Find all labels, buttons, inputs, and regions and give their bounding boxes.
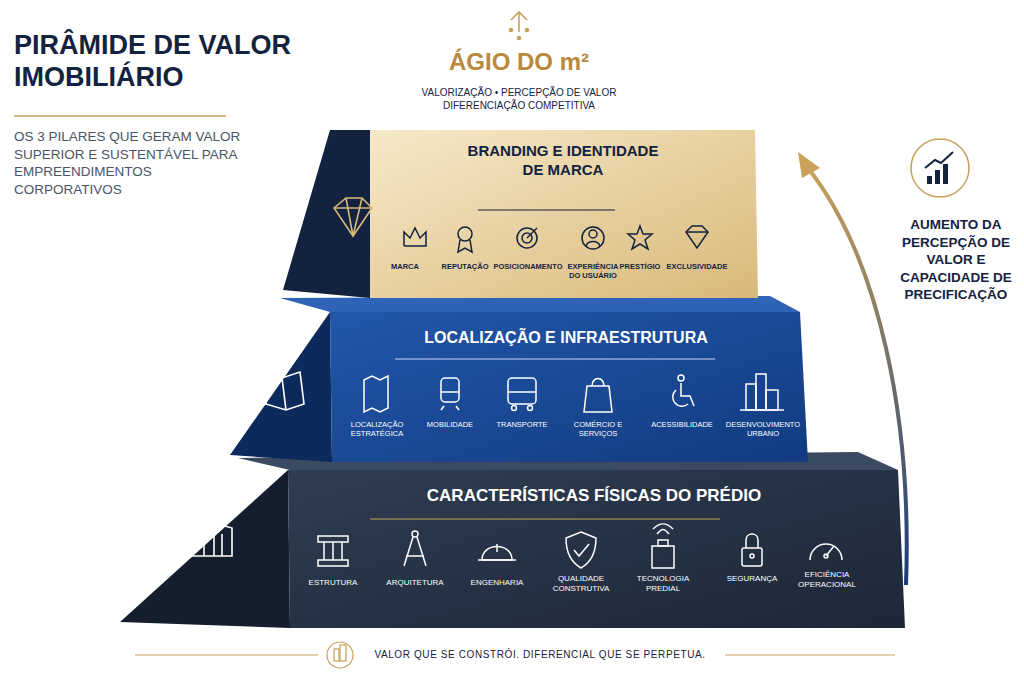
icon-label: EXPERIÊNCIA DO USUÁRIO xyxy=(563,262,623,280)
page-caption: VALOR QUE SE CONSTRÓI. DIFERENCIAL QUE S… xyxy=(360,649,720,661)
text-label: AUMENTO DA PERCEPÇÃO DE VALOR E CAPACIDA… xyxy=(892,216,1020,304)
tier-heading: CARACTERÍSTICAS FÍSICAS DO PRÉDIO xyxy=(314,486,874,506)
icon-label: SEGURANÇA xyxy=(715,574,789,584)
icon-label: COMÉRCIO E SERVIÇOS xyxy=(566,420,630,438)
text-label: OS 3 PILARES QUE GERAM VALOR SUPERIOR E … xyxy=(14,128,244,198)
text-label: VALORIZAÇÃO • PERCEPÇÃO DE VALOR DIFEREN… xyxy=(409,86,629,112)
icon-label: ACESSIBILIDADE xyxy=(643,420,721,429)
icon-label: MOBILIDADE xyxy=(415,420,485,429)
pyramid-tier: BRANDING E IDENTIDADE DE MARCA xyxy=(372,142,754,292)
tier-heading: LOCALIZAÇÃO E INFRAESTRUTURA xyxy=(346,328,786,347)
headline: ÁGIO DO m² xyxy=(399,48,639,77)
icon-label: ENGENHARIA xyxy=(457,578,537,588)
icon-label: POSICIONAMENTO xyxy=(492,262,564,271)
tier-heading: BRANDING E IDENTIDADE DE MARCA xyxy=(458,142,668,180)
icon-label: REPUTAÇÃO xyxy=(435,262,495,271)
icon-label: TRANSPORTE xyxy=(487,420,557,429)
icon-label: EXCLUSIVIDADE xyxy=(664,262,730,271)
icon-label: LOCALIZAÇÃO ESTRATÉGICA xyxy=(342,420,412,438)
icon-label: MARCA xyxy=(385,262,425,271)
pyramid-tier: LOCALIZAÇÃO E INFRAESTRUTURA xyxy=(334,328,798,458)
icon-label: DESENVOLVIMENTO URBANO xyxy=(725,420,801,438)
icon-label: TECNOLOGIA PREDIAL xyxy=(625,574,701,593)
icon-label: ARQUITETURA xyxy=(376,578,454,588)
icon-label: ESTRUTURA xyxy=(298,578,368,588)
icon-label: QUALIDADE CONSTRUTIVA xyxy=(545,574,617,593)
page-title: PIRÂMIDE DE VALOR IMOBILIÁRIO xyxy=(14,30,314,94)
pyramid-tier: CARACTERÍSTICAS FÍSICAS DO PRÉDIO xyxy=(292,486,896,624)
icon-label: EFICIÊNCIA OPERACIONAL xyxy=(792,570,862,589)
icon-label: PRESTÍGIO xyxy=(613,262,667,271)
